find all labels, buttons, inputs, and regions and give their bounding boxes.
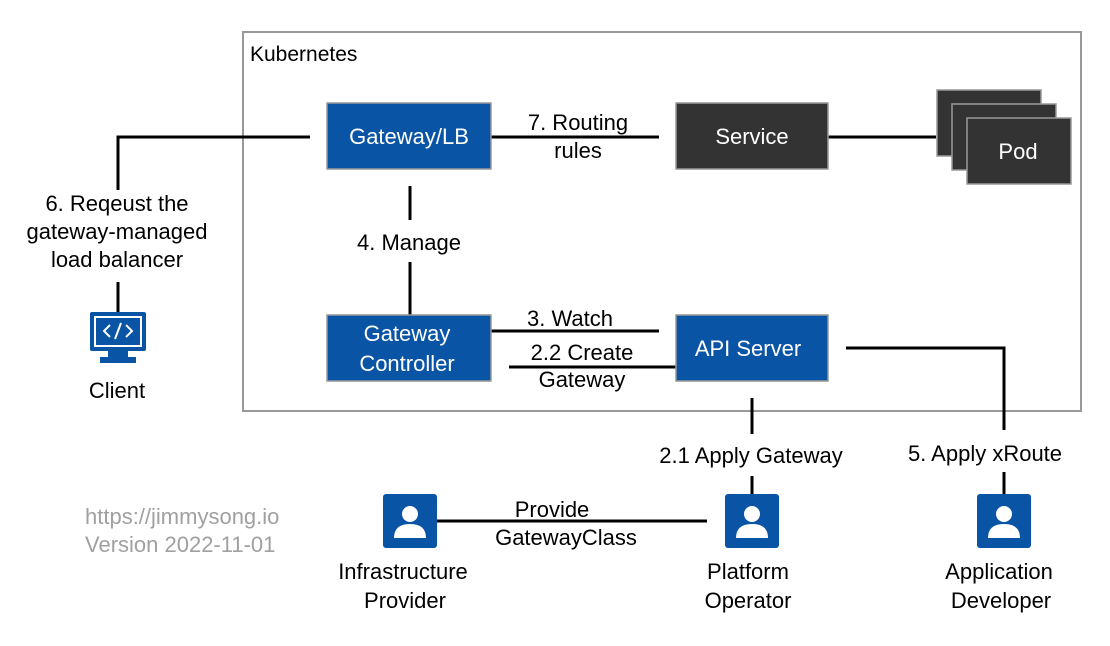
gateway-controller-box: Gateway Controller [326,314,492,382]
api-to-developer-line [846,346,1006,430]
application-developer-label-line1: Application [945,559,1053,584]
create-label-line1: 2.2 Create [531,340,634,365]
request-label-line1: 6. Reqeust the [45,191,188,216]
request-label-line3: load balancer [51,247,183,272]
provide-label-line2: GatewayClass [495,525,637,550]
platform-operator-user-icon [725,494,779,548]
client-label: Client [89,378,145,403]
apply-xroute-label: 5. Apply xRoute [908,441,1062,466]
pod-label: Pod [998,139,1037,164]
platform-operator-label-line1: Platform [707,559,789,584]
create-label-line2: Gateway [539,367,626,392]
manage-label: 4. Manage [357,230,461,255]
infrastructure-provider-label-line2: Provider [364,588,446,613]
service-label: Service [715,124,788,149]
client-to-gateway-line [116,135,310,190]
api-server-label: API Server [695,336,801,361]
pod-front [966,117,1072,185]
pod-stack: Pod [936,89,1072,185]
infrastructure-provider-user-icon [383,494,437,548]
apply-gateway-label: 2.1 Apply Gateway [659,443,842,468]
gateway-controller-label-line1: Gateway [364,321,451,346]
footer-url: https://jimmysong.io [85,504,279,529]
api-server-box: API Server [675,314,829,382]
footer-version: Version 2022-11-01 [85,532,275,557]
connectors [116,135,1006,523]
infrastructure-provider-label-line1: Infrastructure [338,559,468,584]
gateway-lb-box: Gateway/LB [326,102,492,170]
watch-label: 3. Watch [527,306,613,331]
client-monitor-icon [90,312,146,363]
routing-label-line1: 7. Routing [528,110,628,135]
provide-label-line1: Provide [515,497,590,522]
application-developer-label-line2: Developer [951,588,1051,613]
request-label-line2: gateway-managed [26,219,207,244]
platform-operator-label-line2: Operator [705,588,792,613]
cluster-title: Kubernetes [250,43,357,66]
gateway-lb-label: Gateway/LB [349,124,469,149]
routing-label-line2: rules [554,138,602,163]
gateway-controller-label-line2: Controller [359,351,454,376]
application-developer-user-icon [977,494,1031,548]
service-box: Service [675,102,829,170]
